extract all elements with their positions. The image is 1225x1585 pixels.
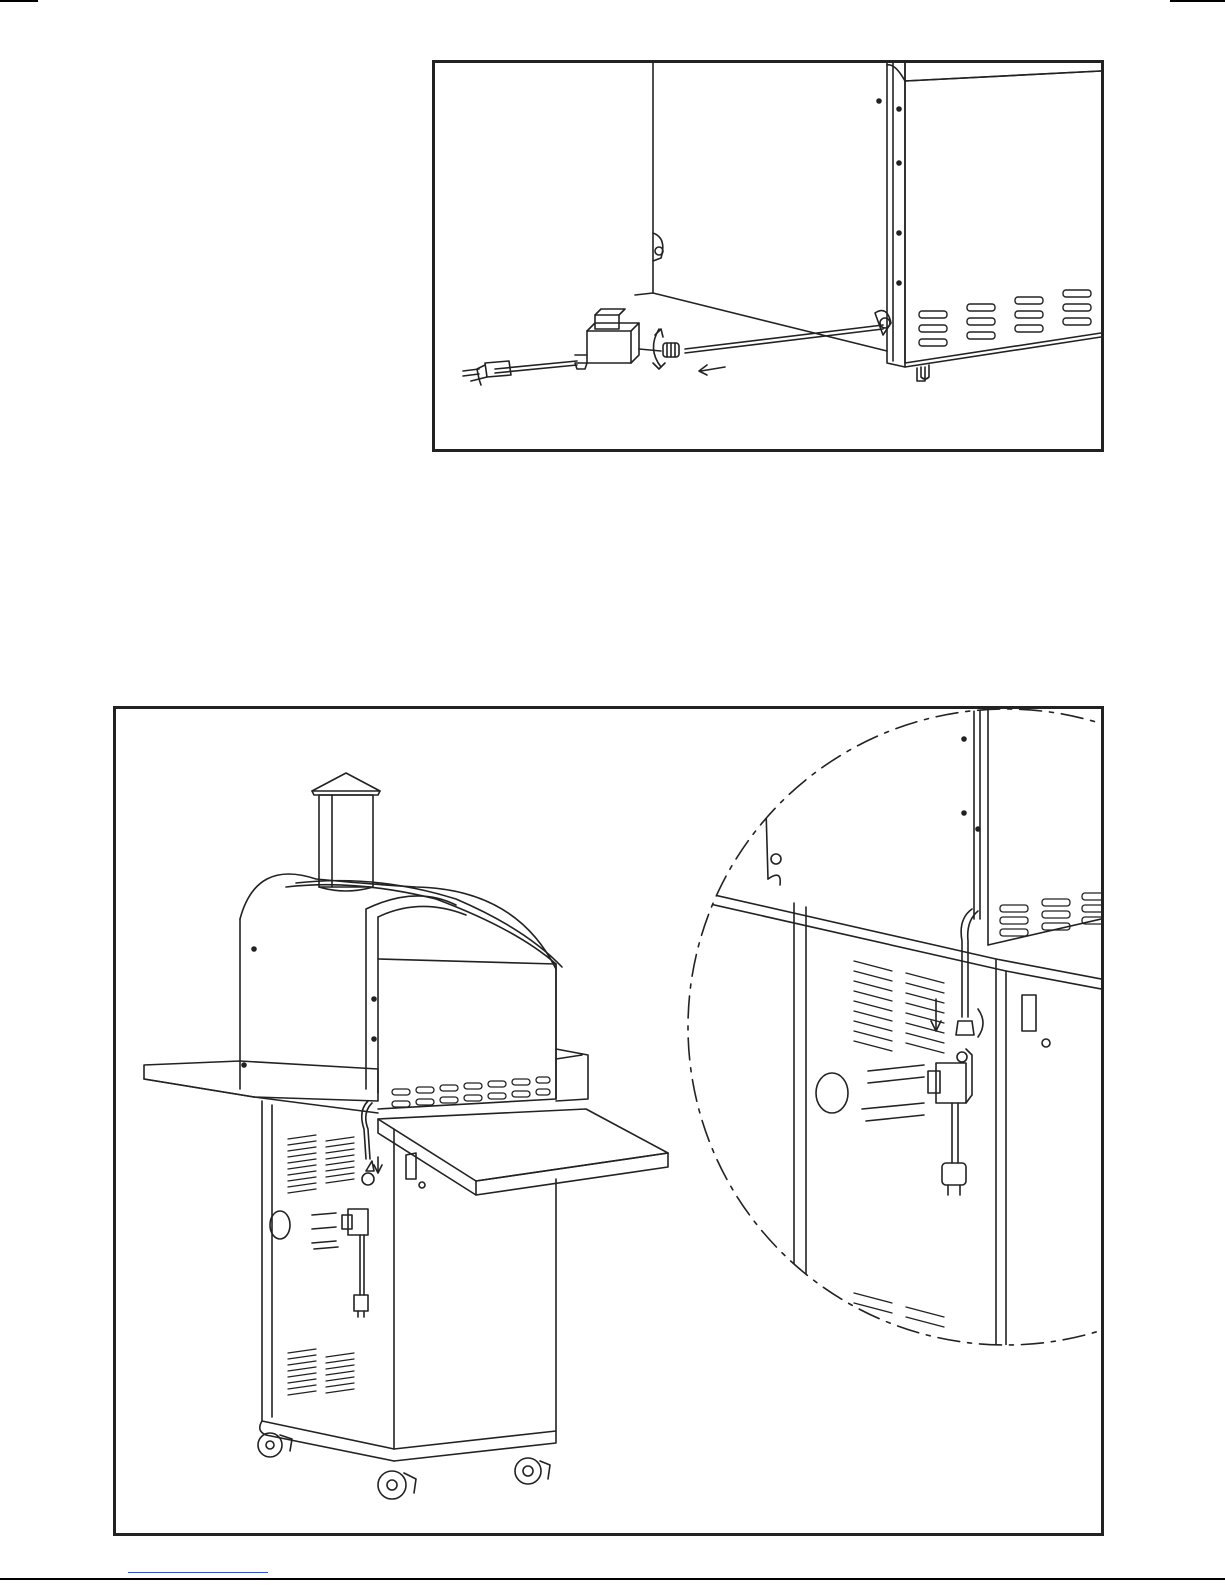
vent-slots bbox=[919, 290, 1091, 346]
detail-magnifier bbox=[688, 709, 1101, 1533]
crop-mark-top-left bbox=[0, 0, 38, 2]
plug-icon-cart bbox=[354, 1295, 368, 1317]
plug-icon bbox=[463, 361, 511, 385]
vent-slots-cart bbox=[288, 1135, 354, 1395]
pizza-oven-cart bbox=[144, 773, 668, 1499]
figure-1-panel bbox=[432, 60, 1104, 452]
figure-2-panel bbox=[113, 706, 1104, 1536]
figure-2-drawing bbox=[116, 709, 1101, 1533]
socket-bracket bbox=[875, 311, 891, 335]
footer-rule bbox=[0, 1578, 1225, 1580]
push-arrow-icon bbox=[699, 365, 725, 375]
figure-1-drawing bbox=[435, 63, 1101, 449]
footer-link-underline bbox=[128, 1572, 268, 1573]
crop-mark-top-right bbox=[1170, 0, 1225, 2]
chimney-icon bbox=[312, 773, 380, 891]
cord-connector bbox=[663, 343, 679, 357]
transformer-icon bbox=[575, 309, 639, 369]
vent-slots-main bbox=[392, 1077, 550, 1107]
